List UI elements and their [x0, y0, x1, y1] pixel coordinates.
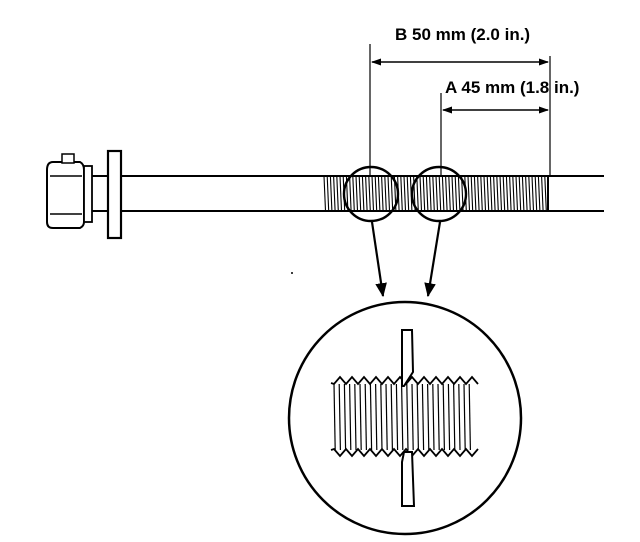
threaded-section	[323, 176, 548, 211]
speck	[291, 272, 293, 274]
thread-gauge-blade	[401, 329, 416, 507]
washer	[106, 149, 123, 240]
pointer-arrow-b	[370, 221, 387, 298]
detail-threaded-shaft	[330, 375, 479, 458]
detail-view	[287, 300, 523, 536]
pointer-arrows	[370, 221, 442, 298]
inspection-circle-b	[342, 165, 400, 223]
pointer-arrow-a	[424, 221, 442, 298]
bolt	[46, 149, 604, 240]
dimension-lines	[369, 44, 551, 176]
dimension-label-b: B 50 mm (2.0 in.)	[395, 25, 530, 44]
detail-circle	[287, 300, 523, 536]
bolt-head	[46, 153, 93, 229]
inspection-circles	[342, 165, 468, 223]
dimension-label-a: A 45 mm (1.8 in.)	[445, 78, 579, 97]
inspection-circle-a	[410, 165, 468, 223]
